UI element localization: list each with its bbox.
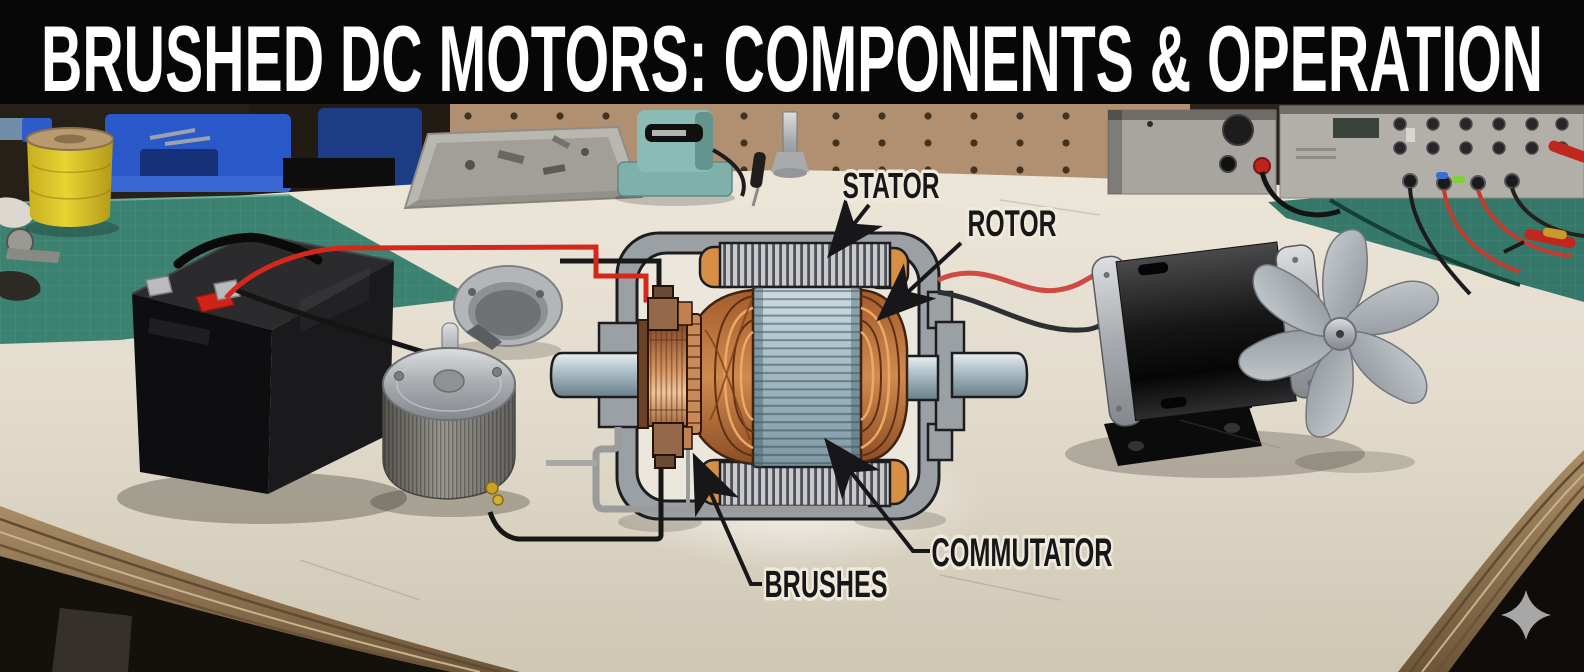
commutator-pointer-line xyxy=(824,437,930,553)
motor-can-shell xyxy=(449,265,563,360)
wire-gray xyxy=(592,427,868,513)
scope-screen xyxy=(1333,118,1379,138)
battery-wire-black xyxy=(235,287,431,357)
rotor-core xyxy=(750,285,864,469)
armature-winding-left xyxy=(698,288,755,466)
battery-clips xyxy=(145,275,241,301)
jack-red xyxy=(1253,157,1271,175)
workbench-edge-right xyxy=(1398,450,1584,672)
test-probe xyxy=(1503,140,1584,254)
large-dc-motor xyxy=(1065,228,1439,478)
stator-pointer-line xyxy=(827,196,884,259)
label-rotor: ROTOR xyxy=(968,203,1057,244)
table-leg xyxy=(52,608,132,672)
workbench-edge-left xyxy=(0,506,520,672)
brush-bottom xyxy=(652,422,693,469)
parts-tray xyxy=(403,125,644,210)
shaft-right xyxy=(950,351,1029,399)
shaft-left xyxy=(549,351,642,399)
oscilloscope xyxy=(1279,105,1584,296)
bin-tools xyxy=(149,128,211,146)
title-bar xyxy=(0,0,1584,104)
bench-tool xyxy=(615,110,809,207)
battery-label-slot xyxy=(148,318,210,345)
small-dc-motor xyxy=(370,322,530,517)
fan-propeller xyxy=(1238,228,1439,438)
page-title: BRUSHED DC MOTORS: COMPONENTS & OPERATIO… xyxy=(41,6,1543,111)
jack-black xyxy=(1219,155,1237,173)
diagram-wires xyxy=(224,244,868,542)
pointer-lines xyxy=(692,196,963,586)
label-brushes: BRUSHES xyxy=(765,564,888,606)
rotor-pointer-line xyxy=(876,241,963,322)
wire-spool xyxy=(25,127,119,237)
stator-winding-top xyxy=(698,241,910,290)
screwdriver xyxy=(750,151,766,207)
wire-black xyxy=(487,464,664,542)
dark-tool xyxy=(0,270,41,301)
wire-red xyxy=(224,244,654,303)
brush-top xyxy=(647,285,693,331)
black-box xyxy=(283,158,395,188)
sparkle-icon xyxy=(1501,590,1551,640)
parts-bins xyxy=(0,108,422,192)
metal-stand xyxy=(771,111,809,178)
wrench xyxy=(6,228,60,263)
battery xyxy=(117,231,407,524)
solder-contact xyxy=(485,481,499,495)
motor-body xyxy=(1091,241,1331,427)
brushes-pointer-line xyxy=(692,452,762,586)
probe-wires xyxy=(1408,187,1584,296)
label-commutator: COMMUTATOR xyxy=(932,531,1113,575)
shop-cloth xyxy=(0,197,34,228)
commutator xyxy=(637,313,702,435)
power-supply xyxy=(1107,109,1341,218)
table-scratches xyxy=(299,199,1281,601)
knob xyxy=(1222,114,1254,146)
label-stator: STATOR xyxy=(843,165,940,206)
